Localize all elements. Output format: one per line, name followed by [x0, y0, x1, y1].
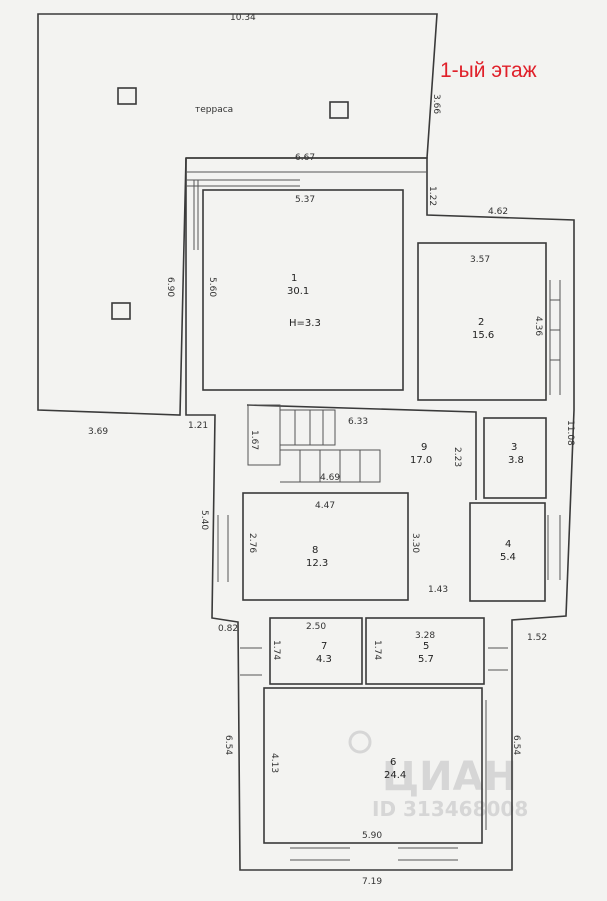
- dimension-label: 3.30: [410, 533, 420, 553]
- terrace-column: [329, 101, 349, 119]
- room-7: 7 4.3: [240, 617, 363, 685]
- dimension-label: 1.43: [428, 585, 448, 595]
- room-6: 6 24.4: [263, 687, 487, 861]
- dimension-label: 11.08: [565, 420, 575, 446]
- dimension-label: 3.66: [431, 94, 441, 114]
- dimension-label: 6.90: [165, 277, 175, 297]
- watermark-logo-icon: [348, 730, 372, 754]
- terrace: терраса: [37, 13, 438, 416]
- watermark-id: ID 313468008: [372, 797, 528, 821]
- dimension-label: 1.74: [271, 640, 281, 660]
- room-area: 30.1: [287, 286, 309, 297]
- room-number: 2: [478, 317, 484, 328]
- terrace-column: [111, 302, 131, 320]
- room-area: 17.0: [410, 455, 432, 466]
- room-number: 1: [291, 273, 297, 284]
- dimension-label: 3.28: [415, 631, 435, 641]
- dimension-label: 1.74: [372, 640, 382, 660]
- dimension-label: 4.47: [315, 501, 335, 511]
- dimension-label: 4.36: [533, 316, 543, 336]
- dimension-label: 1.52: [527, 633, 547, 643]
- dimension-label: 7.19: [362, 877, 382, 887]
- dimension-label: 4.62: [488, 207, 508, 217]
- dimension-label: 2.50: [306, 622, 326, 632]
- dimension-label: 5.60: [207, 277, 217, 297]
- dimension-label: 10.34: [230, 13, 256, 23]
- dimension-label: 2.23: [452, 447, 462, 467]
- dimension-label: 6.33: [348, 417, 368, 427]
- room-8: 8 12.3: [217, 492, 409, 601]
- dimension-label: 3.57: [470, 255, 490, 265]
- room-9: 9 17.0: [246, 404, 477, 500]
- dimension-label: 3.69: [88, 427, 108, 437]
- dimension-label: 4.69: [320, 473, 340, 483]
- floor-title: 1-ый этаж: [440, 59, 537, 82]
- room-4: 4 5.4: [469, 502, 561, 602]
- watermark: ЦИАН ID 313468008: [348, 730, 528, 821]
- staircase: [247, 404, 281, 466]
- dimension-label: 2.76: [247, 533, 257, 553]
- room-area: 5.7: [418, 654, 434, 665]
- room-number: 7: [321, 641, 327, 652]
- dimension-label: 4.13: [269, 753, 279, 773]
- dimension-label: 5.40: [199, 510, 209, 530]
- terrace-column: [117, 87, 137, 105]
- room-area: 5.4: [500, 552, 516, 563]
- dimension-label: 1.22: [427, 186, 437, 206]
- dimension-label: 1.21: [188, 421, 208, 431]
- room-number: 4: [505, 539, 511, 550]
- dimension-label: 5.37: [295, 195, 315, 205]
- terrace-label: терраса: [195, 105, 233, 115]
- dimension-label: 0.82: [218, 624, 238, 634]
- room-number: 9: [421, 442, 427, 453]
- room-area: 15.6: [472, 330, 494, 341]
- room-height: H=3.3: [289, 318, 321, 329]
- watermark-brand: ЦИАН: [382, 754, 517, 800]
- room-area: 24.4: [384, 770, 406, 781]
- room-area: 12.3: [306, 558, 328, 569]
- room-area: 3.8: [508, 455, 524, 466]
- dimension-label: 6.67: [295, 153, 315, 163]
- room-5: 5 5.7: [365, 617, 508, 685]
- room-number: 3: [511, 442, 517, 453]
- dimension-label: 5.90: [362, 831, 382, 841]
- room-2: 2 15.6: [417, 242, 561, 401]
- room-1: 1 30.1 H=3.3: [186, 171, 427, 391]
- dimension-label: 6.54: [223, 735, 233, 755]
- dimension-labels: 10.34 3.66 3.69 1.21 1.22 6.67 6.90 5.37…: [88, 13, 575, 887]
- dimension-label: 6.54: [511, 735, 521, 755]
- room-number: 6: [390, 757, 396, 768]
- room-number: 8: [312, 545, 318, 556]
- room-3: 3 3.8: [483, 417, 547, 499]
- room-area: 4.3: [316, 654, 332, 665]
- room-number: 5: [423, 641, 429, 652]
- dimension-label: 1.67: [249, 430, 259, 450]
- building-outline: [185, 157, 575, 871]
